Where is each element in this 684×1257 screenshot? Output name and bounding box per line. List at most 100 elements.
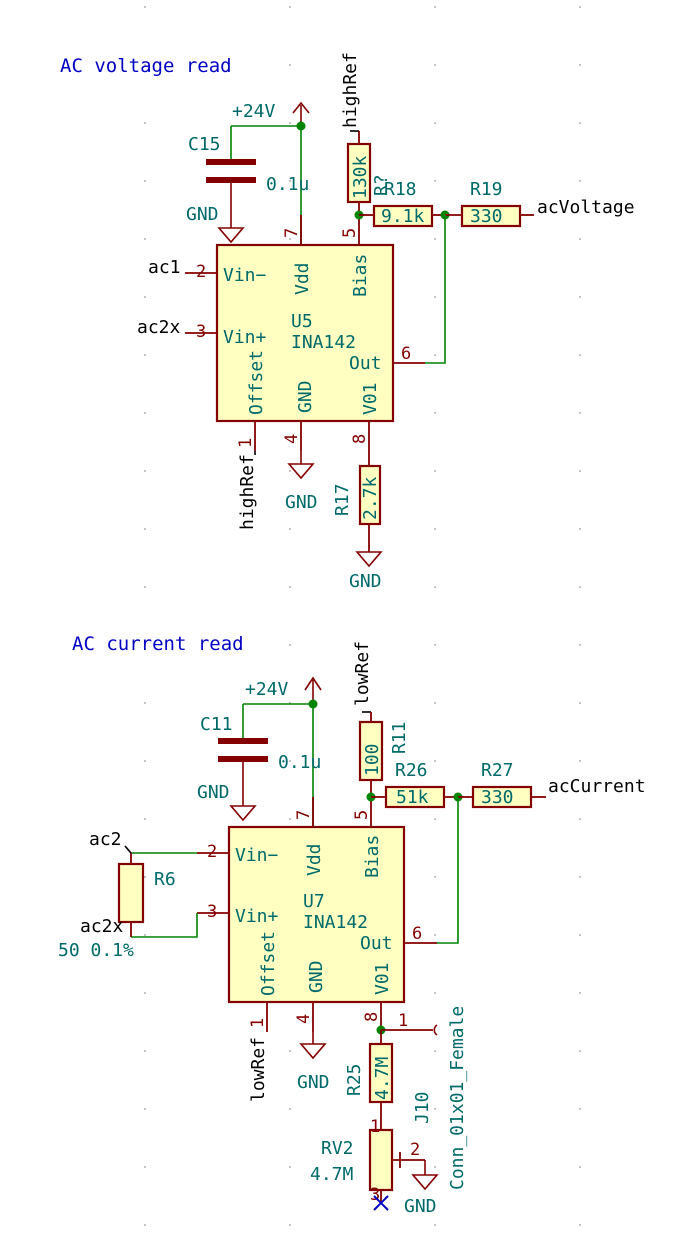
grid-dot <box>434 992 436 994</box>
j10-socket[interactable] <box>433 1024 438 1036</box>
u5-gnd-symbol <box>287 451 315 480</box>
rv2-potentiometer[interactable] <box>368 1128 394 1192</box>
c15-capacitor[interactable] <box>206 159 256 244</box>
grid-dot <box>434 412 436 414</box>
r27-value: 330 <box>481 787 514 808</box>
grid-dot <box>144 818 146 820</box>
u7-out-label: Out <box>360 933 393 954</box>
j10-pin-number: 1 <box>398 1011 408 1031</box>
voltage-junction-vdd <box>296 121 306 131</box>
u5-pin2-number: 2 <box>196 262 206 282</box>
rv2-gnd-symbol <box>411 1160 439 1191</box>
r-unknown-value: 130k <box>350 155 371 199</box>
grid-dot <box>579 1166 581 1168</box>
grid-dot <box>579 412 581 414</box>
j10-value: Conn_01x01_Female <box>447 1006 468 1190</box>
current-out-feedback-wire <box>437 797 459 944</box>
grid-dot <box>434 6 436 8</box>
grid-dot <box>434 934 436 936</box>
u5-net-ac2x: ac2x <box>137 317 181 338</box>
u7-offset-label: Offset <box>258 931 279 996</box>
c11-capacitor[interactable] <box>218 738 268 822</box>
u7-ina142-body[interactable] <box>227 825 406 1004</box>
r27-ref: R27 <box>481 760 514 781</box>
r25-ref: R25 <box>344 1063 365 1096</box>
r19-resistor[interactable] <box>460 204 522 228</box>
u7-pin5-number: 5 <box>352 810 372 820</box>
r6-resistor[interactable] <box>117 862 145 924</box>
grid-dot <box>144 1224 146 1226</box>
u7-pin3-number: 3 <box>207 902 217 922</box>
grid-dot <box>144 412 146 414</box>
grid-dot <box>434 644 436 646</box>
grid-dot <box>289 644 291 646</box>
grid-dot <box>434 1050 436 1052</box>
grid-dot <box>289 470 291 472</box>
grid-dot <box>144 1166 146 1168</box>
r18-resistor[interactable] <box>372 204 434 228</box>
grid-dot <box>579 296 581 298</box>
grid-dot <box>579 180 581 182</box>
grid-dot <box>289 1224 291 1226</box>
r19-ref: R19 <box>470 179 503 200</box>
u5-gnd-label: GND <box>285 492 318 513</box>
grid-dot <box>579 818 581 820</box>
u5-pin6-number: 6 <box>401 344 411 364</box>
grid-dot <box>579 1108 581 1110</box>
u7-pin1-number: 1 <box>248 1018 268 1028</box>
c11-value: 0.1u <box>278 752 321 773</box>
r17-gnd-symbol <box>355 551 383 568</box>
rv2-pin3-number: 3 <box>370 1185 380 1205</box>
u5-pin3-number: 3 <box>196 322 206 342</box>
grid-dot <box>289 1050 291 1052</box>
u5-ref: U5 <box>291 311 313 332</box>
grid-dot <box>144 470 146 472</box>
u7-net-ac2: ac2 <box>89 829 122 850</box>
grid-dot <box>434 760 436 762</box>
u5-out-label: Out <box>349 353 382 374</box>
grid-dot <box>289 528 291 530</box>
u5-value: INA142 <box>291 332 356 353</box>
grid-dot <box>434 64 436 66</box>
u7-vo1-label: V01 <box>372 962 393 995</box>
grid-dot <box>579 992 581 994</box>
u5-bias-label: Bias <box>350 254 371 297</box>
grid-dot <box>289 6 291 8</box>
grid-dot <box>289 238 291 240</box>
grid-dot <box>434 180 436 182</box>
grid-dot <box>579 644 581 646</box>
u5-ina142-body[interactable] <box>215 243 395 423</box>
grid-dot <box>579 528 581 530</box>
grid-dot <box>434 238 436 240</box>
rv2-value: 4.7M <box>310 1164 354 1185</box>
grid-dot <box>144 180 146 182</box>
u5-vin-minus-label: Vin− <box>223 265 267 286</box>
grid-dot <box>144 934 146 936</box>
c11-ref: C11 <box>200 714 233 735</box>
u5-vin-plus-label: Vin+ <box>223 327 267 348</box>
r25-value: 4.7M <box>372 1056 393 1100</box>
r26-value: 51k <box>396 787 429 808</box>
rv2-ref: RV2 <box>321 1138 354 1159</box>
r6-value: 50 0.1% <box>58 940 134 961</box>
u7-net-lowref-bottom: lowRef <box>248 1037 269 1102</box>
grid-dot <box>144 64 146 66</box>
grid-dot <box>144 760 146 762</box>
grid-dot <box>289 586 291 588</box>
grid-dot <box>434 586 436 588</box>
grid-dots <box>144 6 581 1226</box>
c15-value: 0.1u <box>266 174 309 195</box>
voltage-section-title: AC voltage read <box>60 55 232 77</box>
u5-net-highref-bottom: highRef <box>237 454 258 530</box>
grid-dot <box>144 528 146 530</box>
r17-resistor[interactable] <box>358 464 382 526</box>
grid-dot <box>144 702 146 704</box>
current-junction-vdd <box>308 699 318 709</box>
r17-gnd-label: GND <box>349 571 382 592</box>
grid-dot <box>434 1108 436 1110</box>
r19-value: 330 <box>470 206 503 227</box>
rv2-gnd-label: GND <box>404 1196 437 1217</box>
grid-dot <box>144 238 146 240</box>
u7-gnd-pin-label: GND <box>306 960 327 993</box>
